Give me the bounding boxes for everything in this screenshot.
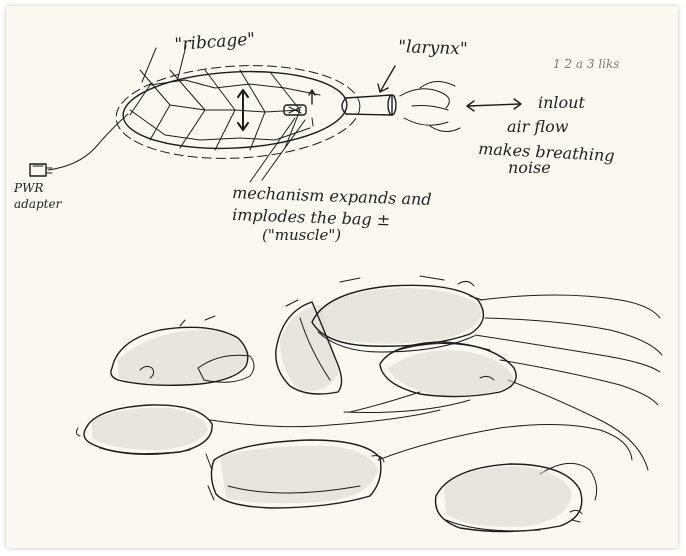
label-airflow-4: noise bbox=[508, 158, 551, 177]
breathing-bag-diagram bbox=[30, 46, 521, 182]
pillow-bags bbox=[76, 276, 662, 532]
label-ribcage: "ribcage" bbox=[174, 29, 256, 55]
label-airflow-1: inlout bbox=[538, 93, 585, 112]
annotations: "ribcage" "larynx" 1 2 a 3 liks inlout a… bbox=[13, 29, 619, 244]
mechanism-leaders bbox=[250, 118, 305, 182]
label-power-2: adapter bbox=[14, 197, 63, 211]
label-power-1: PWR bbox=[13, 181, 43, 195]
pillow-7 bbox=[436, 464, 583, 532]
label-mechanism-3: ("muscle") bbox=[262, 226, 341, 244]
airflow-arrow bbox=[467, 99, 521, 111]
bag-outline-outer bbox=[114, 60, 362, 165]
label-airflow-2: air flow bbox=[507, 117, 569, 136]
airflow-swirls bbox=[400, 81, 460, 131]
pillow-5 bbox=[76, 405, 212, 455]
pillow-3 bbox=[312, 276, 483, 352]
label-larynx: "larynx" bbox=[398, 37, 468, 59]
power-adapter bbox=[30, 114, 128, 176]
pillow-1 bbox=[111, 316, 254, 386]
pillow-6 bbox=[206, 440, 384, 508]
ribcage-lattice bbox=[130, 46, 320, 150]
label-corner-note: 1 2 a 3 liks bbox=[553, 57, 619, 71]
larynx-tube bbox=[342, 66, 396, 115]
pillow-4 bbox=[380, 342, 516, 397]
